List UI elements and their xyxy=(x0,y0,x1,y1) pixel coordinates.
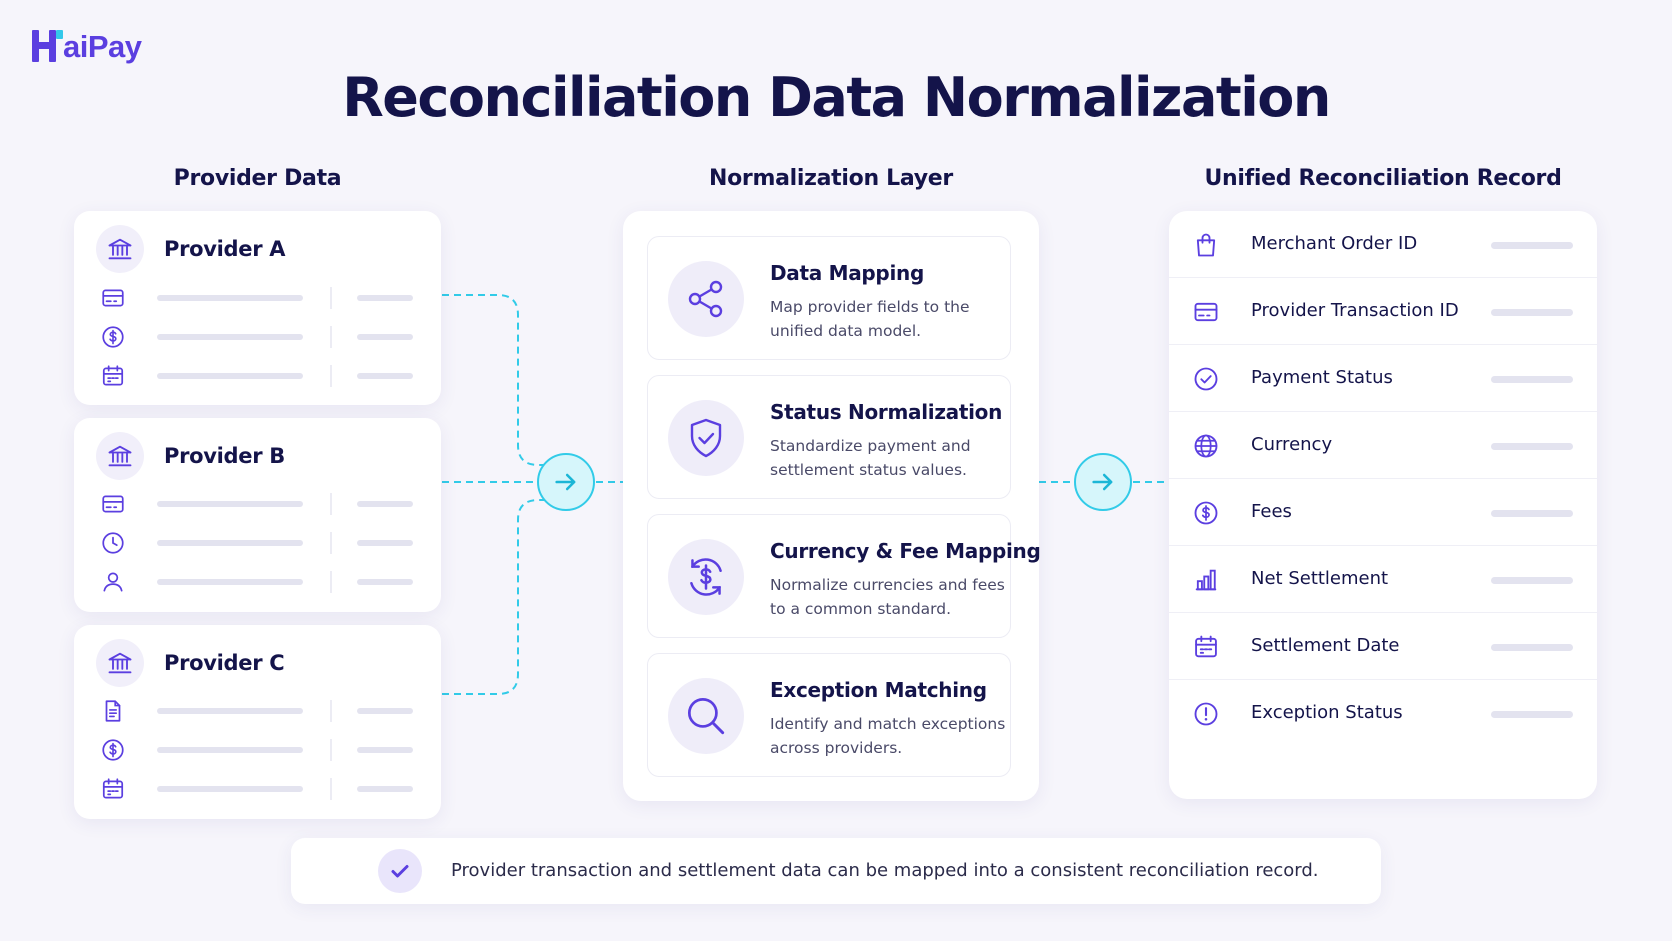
norm-step-exception-matching: Exception Matching Identify and match ex… xyxy=(647,653,1011,777)
arrow-right-icon xyxy=(1092,473,1113,491)
unified-field-label: Net Settlement xyxy=(1251,568,1389,589)
unified-field-label: Payment Status xyxy=(1251,367,1393,388)
provider-card-b: Provider B xyxy=(74,418,441,612)
unified-field-label: Provider Transaction ID xyxy=(1251,300,1459,321)
unified-field-row: Exception Status xyxy=(1169,680,1597,747)
checkmark-icon xyxy=(391,865,409,878)
norm-step-status-normalization: Status Normalization Standardize payment… xyxy=(647,375,1011,499)
magnifier-icon xyxy=(687,697,725,735)
calendar-icon xyxy=(102,778,124,799)
provider-name: Provider C xyxy=(164,651,285,675)
unified-field-row: Provider Transaction ID xyxy=(1169,278,1597,345)
shopping-bag-icon xyxy=(1196,233,1216,257)
unified-field-row: Settlement Date xyxy=(1169,613,1597,680)
calendar-icon xyxy=(1195,635,1217,658)
provider-row xyxy=(100,568,420,596)
logo-text: aiPay xyxy=(63,28,142,64)
provider-row xyxy=(100,362,420,390)
bar-chart-icon xyxy=(1195,569,1217,591)
bank-icon xyxy=(108,238,132,260)
clock-icon xyxy=(102,532,124,554)
unified-field-row: Payment Status xyxy=(1169,345,1597,412)
bank-icon xyxy=(108,445,132,467)
provider-row xyxy=(100,529,420,557)
connector-provider-c xyxy=(442,499,548,695)
card-icon xyxy=(102,289,124,307)
dollar-icon xyxy=(102,326,124,348)
check-circle-icon xyxy=(1194,367,1218,391)
norm-step-title: Data Mapping xyxy=(770,261,924,285)
column-title-normalization: Normalization Layer xyxy=(709,166,953,191)
document-icon xyxy=(105,700,121,722)
card-icon xyxy=(102,495,124,513)
dollar-icon xyxy=(1194,501,1218,525)
column-title-providers: Provider Data xyxy=(173,166,342,191)
arrow-right-icon xyxy=(555,473,576,491)
logo-mark-icon xyxy=(32,30,63,62)
provider-row xyxy=(100,323,420,351)
provider-card-c: Provider C xyxy=(74,625,441,819)
norm-step-data-mapping: Data Mapping Map provider fields to the … xyxy=(647,236,1011,360)
unified-field-label: Exception Status xyxy=(1251,702,1403,723)
flow-arrow-node-2 xyxy=(1074,453,1132,511)
provider-row xyxy=(100,775,420,803)
flow-arrow-node-1 xyxy=(537,453,595,511)
normalization-panel: Data Mapping Map provider fields to the … xyxy=(623,211,1041,801)
footer-message: Provider transaction and settlement data… xyxy=(451,860,1319,881)
norm-step-desc: Identify and match exceptions across pro… xyxy=(770,715,1006,757)
user-icon xyxy=(103,572,123,592)
provider-row xyxy=(100,490,420,518)
unified-field-row: Net Settlement xyxy=(1169,546,1597,613)
calendar-icon xyxy=(102,365,124,386)
norm-step-desc: Normalize currencies and fees to a commo… xyxy=(770,576,1005,618)
provider-name: Provider B xyxy=(164,444,286,468)
unified-field-label: Currency xyxy=(1251,434,1333,455)
provider-name: Provider A xyxy=(164,237,286,261)
norm-step-title: Status Normalization xyxy=(770,400,1003,424)
share-nodes-icon xyxy=(688,280,723,318)
currency-cycle-icon xyxy=(690,558,722,596)
unified-field-label: Merchant Order ID xyxy=(1251,233,1418,254)
alert-circle-icon xyxy=(1194,702,1218,726)
unified-record-panel: Merchant Order ID Provider Transaction I… xyxy=(1169,211,1597,799)
norm-step-title: Currency & Fee Mapping xyxy=(770,539,1041,563)
globe-icon xyxy=(1194,434,1218,458)
unified-field-row: Merchant Order ID xyxy=(1169,211,1597,278)
norm-step-desc: Map provider fields to the unified data … xyxy=(770,298,970,340)
provider-card-a: Provider A xyxy=(74,211,441,405)
norm-step-currency-fee-mapping: Currency & Fee Mapping Normalize currenc… xyxy=(647,514,1041,638)
bank-icon xyxy=(108,652,132,674)
norm-step-desc: Standardize payment and settlement statu… xyxy=(770,437,971,479)
provider-row xyxy=(100,284,420,312)
page-title: Reconciliation Data Normalization xyxy=(342,66,1331,129)
provider-row xyxy=(100,736,420,764)
provider-row xyxy=(100,697,420,725)
dollar-icon xyxy=(102,739,124,761)
norm-step-title: Exception Matching xyxy=(770,678,987,702)
footer-note: Provider transaction and settlement data… xyxy=(291,838,1381,904)
shield-check-icon xyxy=(690,418,722,458)
card-icon xyxy=(1194,302,1218,322)
unified-field-row: Currency xyxy=(1169,412,1597,479)
unified-field-label: Settlement Date xyxy=(1251,635,1400,656)
unified-field-row: Fees xyxy=(1169,479,1597,546)
brand-logo: aiPay xyxy=(32,30,142,62)
unified-field-label: Fees xyxy=(1251,501,1292,522)
column-title-unified: Unified Reconciliation Record xyxy=(1204,166,1562,191)
connector-provider-a xyxy=(442,294,548,466)
